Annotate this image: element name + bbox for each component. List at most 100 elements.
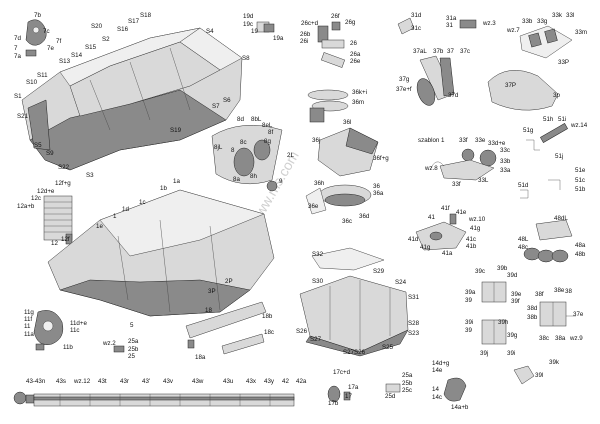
part-label: 8bL bbox=[251, 116, 262, 123]
part-label: S14 bbox=[71, 52, 83, 59]
part-label: S15 bbox=[85, 44, 97, 51]
part-label: 14e bbox=[432, 367, 443, 374]
part-label: 33k bbox=[552, 12, 563, 19]
part-label: 8f bbox=[268, 129, 273, 136]
part-label: 8 bbox=[231, 147, 235, 154]
part-label: S8 bbox=[242, 55, 250, 62]
part-label: S28 bbox=[408, 320, 420, 327]
part-label: 51b bbox=[575, 186, 586, 193]
part-label: 43s bbox=[56, 378, 66, 385]
part-label: 37P bbox=[505, 82, 516, 89]
part-label: 7e bbox=[47, 45, 54, 52]
part-label: 37aL bbox=[413, 48, 427, 55]
part-label: 39a bbox=[465, 289, 476, 296]
part-label: 48dL bbox=[554, 215, 568, 222]
part-label: 39h bbox=[498, 319, 509, 326]
part-label: 11c bbox=[70, 327, 80, 334]
part-label: 36 bbox=[373, 183, 380, 190]
part-label: S19 bbox=[170, 127, 182, 134]
part-51-group bbox=[520, 123, 568, 199]
part-label: 33b bbox=[500, 158, 511, 165]
part-12-group bbox=[43, 195, 73, 245]
part-label: 2P bbox=[225, 278, 233, 285]
part-41-group bbox=[415, 213, 467, 251]
part-label: 39 bbox=[465, 327, 472, 334]
part-label: S26 bbox=[354, 349, 366, 356]
part-label: 18c bbox=[264, 329, 274, 336]
part-label: 43u bbox=[223, 378, 234, 385]
part-label: 42a bbox=[296, 378, 307, 385]
part-label: 9 bbox=[279, 178, 283, 185]
part-label: 26a bbox=[350, 51, 361, 58]
part-label: S3 bbox=[86, 172, 94, 179]
part-8-group bbox=[211, 125, 283, 192]
part-label: 7a bbox=[14, 53, 21, 60]
gun-barrel-43 bbox=[13, 391, 295, 407]
part-39k-group bbox=[513, 365, 535, 385]
part-label: 43v bbox=[163, 378, 174, 385]
part-label: 17c+d bbox=[333, 369, 351, 376]
part-label: S18 bbox=[140, 12, 152, 19]
part-label: S32 bbox=[312, 251, 324, 258]
part-label: 38a bbox=[555, 335, 566, 342]
part-label: 37d bbox=[448, 92, 459, 99]
part-label: 37c bbox=[460, 48, 470, 55]
part-label: 3p bbox=[553, 92, 560, 99]
part-label: 17a bbox=[348, 384, 359, 391]
part-label: 8d bbox=[237, 116, 244, 123]
part-label: 41b bbox=[466, 243, 477, 250]
part-label: 41f bbox=[441, 205, 450, 212]
part-label: 25b bbox=[402, 380, 413, 387]
part-label: 1b bbox=[160, 185, 167, 192]
part-label: 33m bbox=[575, 29, 587, 36]
part-11-group bbox=[33, 310, 64, 351]
part-label: S31 bbox=[408, 294, 420, 301]
part-label: 38d bbox=[527, 305, 538, 312]
part-label: 51h bbox=[543, 116, 554, 123]
part-label: 11f bbox=[24, 316, 32, 323]
part-label: 39k bbox=[549, 359, 560, 366]
part-label: 11g bbox=[24, 309, 34, 316]
part-1-group bbox=[47, 189, 275, 317]
part-label: 42 bbox=[282, 378, 289, 385]
part-label: 41e bbox=[456, 209, 467, 216]
part-label: S26 bbox=[296, 328, 308, 335]
part-label: 2L bbox=[287, 152, 294, 159]
part-36-group bbox=[305, 89, 379, 215]
part-label: 51g bbox=[523, 127, 534, 134]
part-label: 38e bbox=[554, 287, 565, 294]
part-25-group bbox=[113, 345, 125, 353]
part-label: 43x bbox=[246, 378, 257, 385]
part-label: 25c bbox=[402, 387, 412, 394]
part-label: wz.8 bbox=[424, 165, 438, 172]
part-19-group bbox=[256, 21, 275, 33]
part-label: S1 bbox=[14, 93, 22, 100]
part-label: 36c bbox=[342, 218, 352, 225]
part-label: 1c bbox=[139, 199, 146, 206]
part-label: 36k+i bbox=[352, 89, 367, 96]
part-label: 12f bbox=[61, 236, 70, 243]
part-label: 18 bbox=[205, 307, 212, 314]
part-label: S21 bbox=[17, 113, 29, 120]
part-label: 48b bbox=[575, 251, 586, 258]
part-39-group bbox=[481, 281, 507, 345]
part-label: 5 bbox=[130, 322, 134, 329]
part-label: 12a+b bbox=[17, 203, 35, 210]
part-label: 17 bbox=[345, 393, 352, 400]
part-label: 11d+e bbox=[70, 320, 87, 327]
part-label: 11a bbox=[24, 331, 34, 338]
part-label: S9 bbox=[46, 150, 54, 157]
part-label: 25d bbox=[385, 393, 396, 400]
part-label: 11b bbox=[63, 344, 73, 351]
part-label: 25b bbox=[128, 346, 139, 353]
part-label: 14c bbox=[432, 394, 442, 401]
part-label: 8a bbox=[233, 176, 240, 183]
part-label: 39 bbox=[465, 297, 472, 304]
part-label: 26b bbox=[300, 31, 311, 38]
part-label: 48L bbox=[518, 236, 529, 243]
part-label: 18b bbox=[262, 313, 273, 320]
part-label: wz.2 bbox=[102, 340, 116, 347]
part-25-right-group bbox=[385, 383, 401, 393]
part-label: 31 bbox=[446, 22, 453, 29]
